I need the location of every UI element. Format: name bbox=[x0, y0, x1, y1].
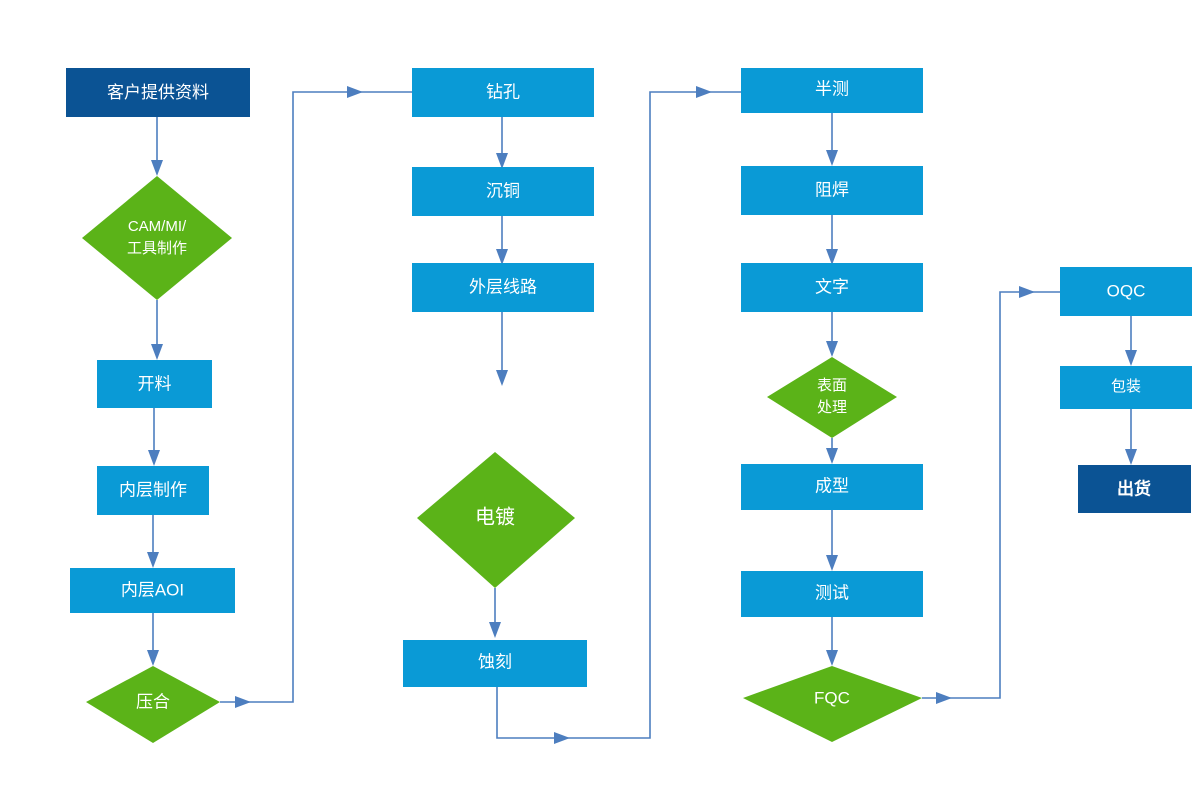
node-copper-deposition[interactable]: 沉铜 bbox=[412, 167, 594, 216]
edge-oqc-to-baozhuang bbox=[1125, 316, 1137, 366]
edge-cam-to-kailiao bbox=[151, 300, 163, 360]
edge-zuhan-to-wenzi bbox=[826, 215, 838, 265]
node-layer: 客户提供资料 CAM/MI/ 工具制作 开料 内层制作 内层AOI 压合 钻孔 bbox=[66, 68, 1192, 743]
edge-fqc-to-oqc bbox=[922, 286, 1060, 704]
node-testing[interactable]: 测试 bbox=[741, 571, 923, 617]
node-cam-mi-tooling[interactable]: CAM/MI/ 工具制作 bbox=[82, 176, 232, 300]
node-surface-finish[interactable]: 表面 处理 bbox=[767, 357, 897, 438]
node-profiling[interactable]: 成型 bbox=[741, 464, 923, 510]
edge-zuankong-to-chentong bbox=[496, 117, 508, 169]
node-legend-print[interactable]: 文字 bbox=[741, 263, 923, 312]
edge-chentong-to-waiceng bbox=[496, 216, 508, 265]
node-drilling[interactable]: 钻孔 bbox=[412, 68, 594, 117]
node-inner-layer-fab[interactable]: 内层制作 bbox=[97, 466, 209, 515]
node-cutting[interactable]: 开料 bbox=[97, 360, 212, 408]
edge-chengxing-to-ceshi bbox=[826, 510, 838, 571]
edge-wenzi-to-biaomian bbox=[826, 312, 838, 357]
edge-ceshi-to-fqc bbox=[826, 617, 838, 666]
node-fqc[interactable]: FQC bbox=[743, 666, 922, 742]
node-solder-mask[interactable]: 阻焊 bbox=[741, 166, 923, 215]
edge-start-to-cam bbox=[151, 117, 163, 176]
node-electroplating[interactable]: 电镀 bbox=[417, 452, 575, 588]
edge-kailiao-to-neiceng bbox=[148, 408, 160, 466]
edge-shike-to-bance bbox=[496, 86, 741, 744]
edge-baozhuang-to-chuhuo bbox=[1125, 409, 1137, 465]
edge-yahe-to-zuankong bbox=[220, 86, 412, 708]
edge-aoi-to-yahe bbox=[147, 613, 159, 666]
node-etching[interactable]: 蚀刻 bbox=[403, 640, 587, 687]
node-shipment[interactable]: 出货 bbox=[1078, 465, 1191, 513]
edge-biaomian-to-chengxing bbox=[826, 438, 838, 464]
node-inner-layer-aoi[interactable]: 内层AOI bbox=[70, 568, 235, 613]
edge-bance-to-zuhan bbox=[826, 113, 838, 166]
node-outer-layer-circuit[interactable]: 外层线路 bbox=[412, 263, 594, 312]
edge-diandu-to-shike bbox=[489, 588, 501, 638]
node-packaging[interactable]: 包装 bbox=[1060, 366, 1192, 409]
node-customer-data[interactable]: 客户提供资料 bbox=[66, 68, 250, 117]
edge-neiceng-to-aoi bbox=[147, 515, 159, 568]
node-oqc[interactable]: OQC bbox=[1060, 267, 1192, 316]
connector-layer bbox=[147, 86, 1137, 744]
node-lamination[interactable]: 压合 bbox=[86, 666, 220, 743]
edge-waiceng-to-diandu bbox=[496, 312, 508, 386]
node-half-test[interactable]: 半测 bbox=[741, 68, 923, 113]
